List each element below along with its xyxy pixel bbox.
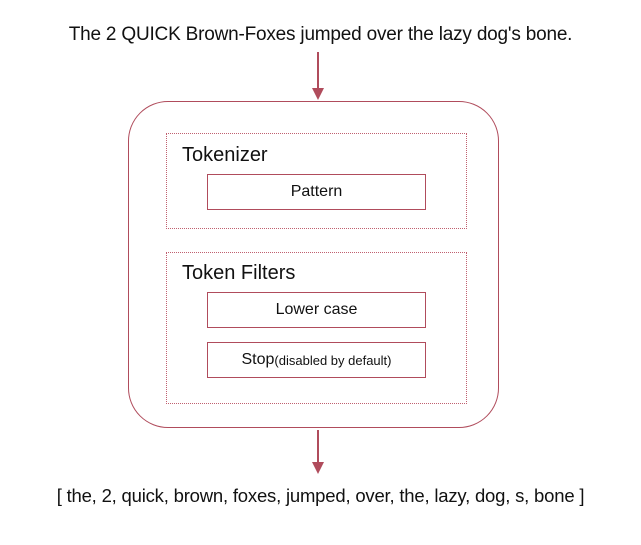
analyzer-container: Tokenizer Pattern Token Filters Lower ca… — [128, 101, 499, 428]
stop-filter-label: Stop — [241, 351, 275, 368]
tokenizer-title: Tokenizer — [182, 144, 268, 166]
input-arrow-icon — [312, 52, 324, 100]
output-tokens: [ the, 2, quick, brown, foxes, jumped, o… — [56, 485, 585, 506]
tokenizer-section: Tokenizer Pattern — [166, 133, 467, 229]
lowercase-filter-box: Lower case — [207, 292, 426, 328]
output-arrow-icon — [312, 430, 324, 474]
pattern-tokenizer-box: Pattern — [207, 174, 426, 210]
input-sentence: The 2 QUICK Brown-Foxes jumped over the … — [68, 24, 573, 45]
token-filters-title: Token Filters — [182, 262, 296, 284]
token-filters-section: Token Filters Lower case Stop(disabled b… — [166, 252, 467, 404]
stop-filter-note: (disabled by default) — [274, 352, 392, 368]
stop-filter-box: Stop(disabled by default) — [207, 342, 426, 378]
